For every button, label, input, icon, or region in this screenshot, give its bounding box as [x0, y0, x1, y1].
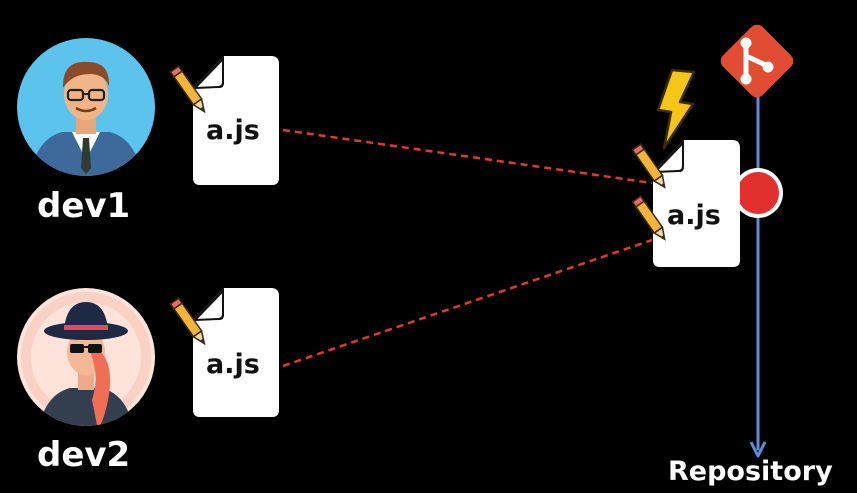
- lightning-bolt-icon: [656, 68, 696, 150]
- pencil-icon: [169, 65, 206, 114]
- avatar-dev2: [17, 288, 155, 426]
- file-name-dev1: a.js: [206, 115, 260, 146]
- dev2-label: dev2: [37, 435, 131, 475]
- git-logo-icon: [720, 24, 794, 98]
- pencil-icon: [631, 195, 666, 241]
- repository-timeline: [749, 92, 767, 458]
- pencil-icon: [631, 143, 666, 189]
- pencil-icon: [169, 297, 206, 346]
- commit-dot: [733, 168, 783, 218]
- file-document-repository: [652, 140, 740, 267]
- file-document-dev1: [192, 56, 279, 185]
- dashed-connector-dev1: [282, 128, 653, 185]
- avatar-dev1: [17, 38, 155, 176]
- repository-label: Repository: [668, 456, 833, 487]
- dev1-label: dev1: [37, 186, 131, 226]
- file-name-repository: a.js: [667, 200, 721, 231]
- file-document-dev2: [192, 288, 279, 417]
- repository-arrow: [749, 441, 767, 458]
- dashed-connector-dev2: [282, 238, 653, 368]
- file-name-dev2: a.js: [206, 349, 260, 380]
